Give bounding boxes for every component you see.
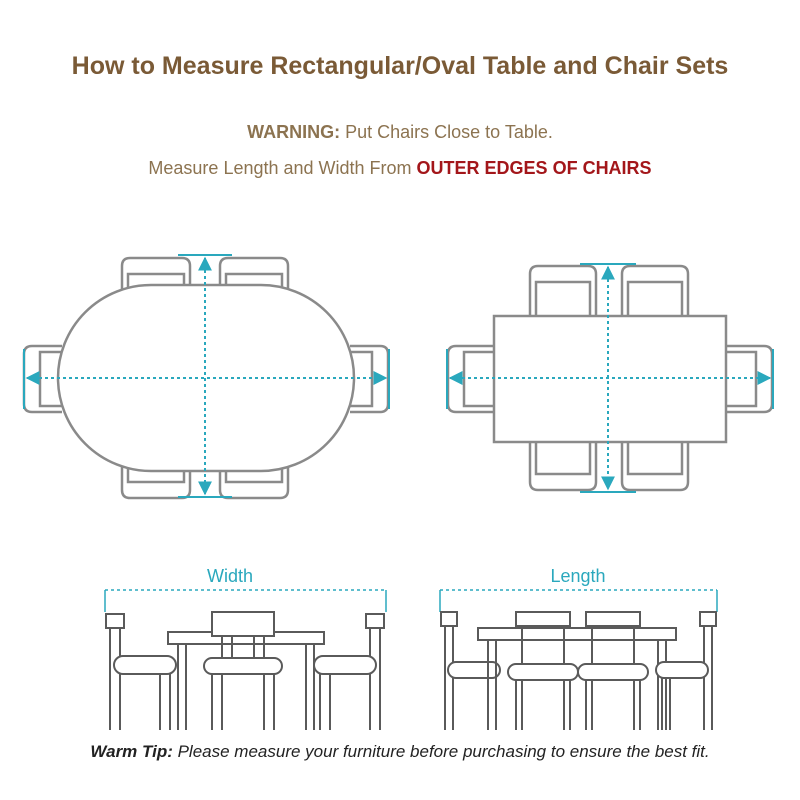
tip-text: Please measure your furniture before pur… bbox=[172, 742, 710, 761]
chair-bottom-left bbox=[528, 442, 598, 492]
width-side-view bbox=[105, 611, 385, 730]
side-chair-front bbox=[203, 611, 283, 730]
length-side-view bbox=[440, 611, 717, 730]
side-table bbox=[477, 627, 677, 730]
width-dimension-line bbox=[104, 589, 387, 612]
width-label: Width bbox=[207, 566, 253, 586]
length-label: Length bbox=[550, 566, 605, 586]
warning-text: Put Chairs Close to Table. bbox=[340, 122, 553, 142]
side-table bbox=[167, 631, 325, 730]
rect-table-top-view bbox=[446, 264, 774, 492]
side-chair-left bbox=[105, 613, 177, 730]
tip-label: Warm Tip: bbox=[90, 742, 173, 761]
measure-text: Measure Length and Width From bbox=[148, 158, 417, 178]
chair-top-right bbox=[620, 264, 690, 316]
length-dimension-line bbox=[439, 589, 718, 612]
warm-tip: Warm Tip: Please measure your furniture … bbox=[0, 742, 800, 762]
side-chair-front-right bbox=[577, 611, 649, 730]
chair-top-left bbox=[528, 264, 598, 316]
rect-measure-lines bbox=[446, 263, 774, 493]
side-chair-front-left bbox=[507, 611, 579, 730]
side-chair-right bbox=[655, 611, 717, 730]
warning-line: WARNING: Put Chairs Close to Table. bbox=[0, 122, 800, 143]
measure-instruction: Measure Length and Width From OUTER EDGE… bbox=[0, 158, 800, 179]
oval-table-top-view bbox=[22, 256, 390, 500]
chair-bottom-right bbox=[620, 442, 690, 492]
side-chair-right bbox=[313, 613, 385, 730]
warning-label: WARNING: bbox=[247, 122, 341, 142]
oval-measure-lines bbox=[23, 254, 390, 498]
measure-highlight: OUTER EDGES OF CHAIRS bbox=[416, 158, 652, 178]
page-title: How to Measure Rectangular/Oval Table an… bbox=[71, 52, 729, 80]
